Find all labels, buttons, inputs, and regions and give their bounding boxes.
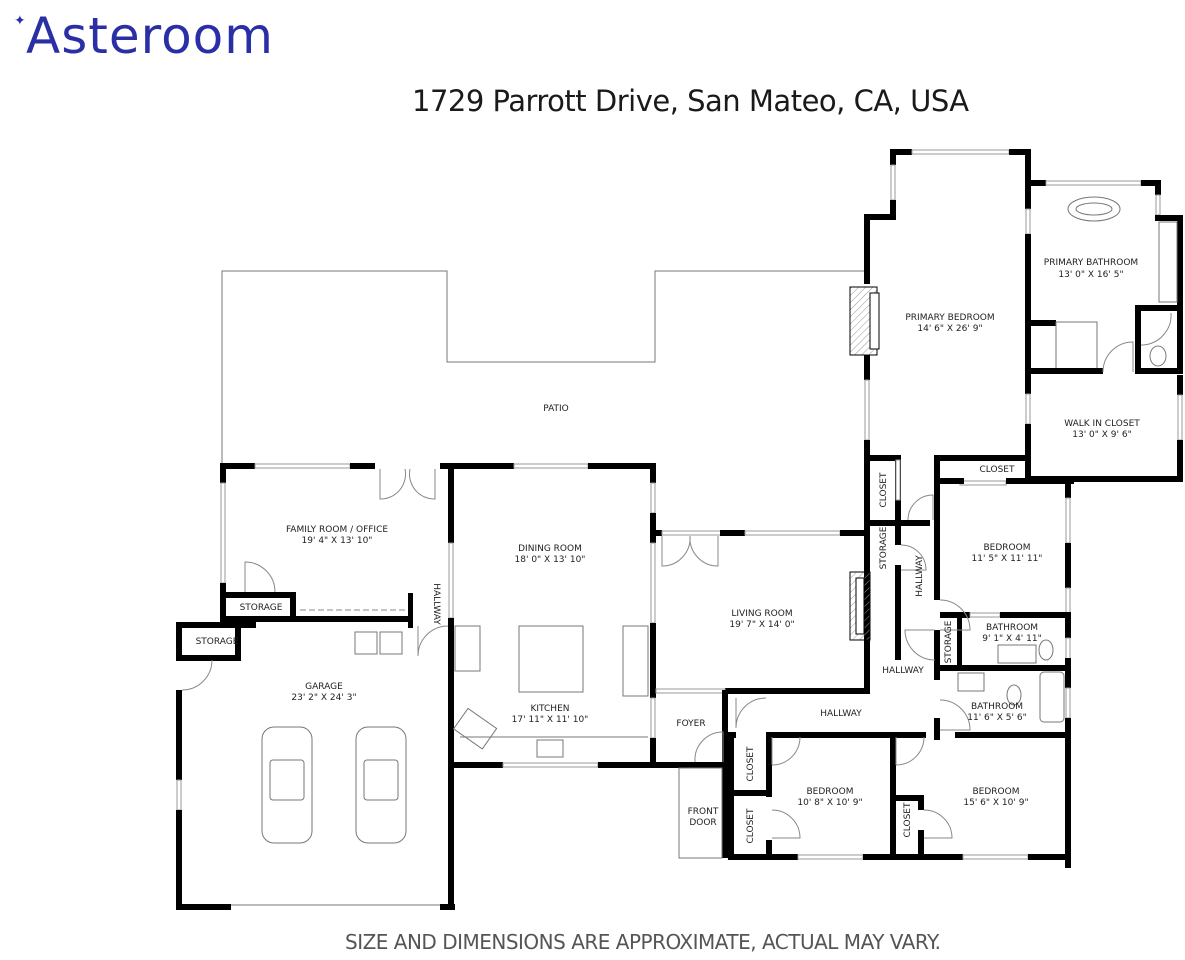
label-patio: PATIO [543,404,569,414]
label-closet-vertical-3: CLOSET [746,808,756,843]
living-room-walls [655,530,871,694]
dims-walk-in-closet: 13' 0" X 9' 6" [1072,430,1131,440]
label-dining-room: DINING ROOM [518,544,582,554]
label-primary-bathroom: PRIMARY BATHROOM [1044,258,1138,268]
dims-bedroom-3: 10' 8" X 10' 9" [797,798,862,808]
dims-primary-bathroom: 13' 0" X 16' 5" [1058,270,1123,280]
disclaimer-text: SIZE AND DIMENSIONS ARE APPROXIMATE, ACT… [345,930,941,954]
foyer-walls [678,690,728,859]
label-storage-family: STORAGE [240,603,283,613]
label-storage-garage: STORAGE [196,637,239,647]
patio-outline [221,270,865,466]
dims-kitchen: 17' 11" X 11' 10" [512,715,589,725]
label-hallway-south: HALLWAY [820,709,862,719]
brand-logo: ✦ Asteroom [14,4,274,68]
label-hallway-east-vertical: HALLWAY [915,555,925,597]
primary-suite-walls [849,149,1183,530]
label-family-room: FAMILY ROOM / OFFICE [286,525,388,535]
dims-primary-bedroom: 14' 6" X 26' 9" [917,324,982,334]
label-kitchen: KITCHEN [531,704,570,714]
label-bathroom-2: BATHROOM [986,623,1038,633]
label-storage-hall-2: STORAGE [944,620,954,663]
dims-family-room: 19' 4" X 13' 10" [302,536,373,546]
label-foyer: FOYER [676,719,705,729]
dims-living-room: 19' 7" X 14' 0" [729,620,794,630]
dims-bedroom-2: 11' 5" X 11' 11" [972,554,1043,564]
label-closet-vertical-2: CLOSET [746,746,756,781]
label-bedroom-4: BEDROOM [973,787,1020,797]
dims-bathroom-3: 11' 6" X 5' 6" [967,713,1026,723]
label-bedroom-3: BEDROOM [807,787,854,797]
dims-dining-room: 18' 0" X 13' 10" [515,555,586,565]
label-hallway-east: HALLWAY [882,666,924,676]
label-front-door-2: DOOR [689,818,716,828]
label-primary-bedroom: PRIMARY BEDROOM [905,313,994,323]
label-bedroom-2: BEDROOM [984,543,1031,553]
east-wing-walls [870,455,1074,868]
label-closet-top: CLOSET [980,465,1015,475]
south-wing-walls [728,697,1071,860]
dims-bathroom-2: 9' 1" X 4' 11" [982,634,1041,644]
label-storage-hall-1: STORAGE [879,526,889,569]
label-closet-vertical-1: CLOSET [879,472,889,507]
car-icon [261,726,313,844]
property-address: 1729 Parrott Drive, San Mateo, CA, USA [412,84,969,118]
dims-bedroom-4: 15' 6" X 10' 9" [963,798,1028,808]
label-front-door-1: FRONT [688,807,719,817]
family-room-walls [220,463,454,768]
label-living-room: LIVING ROOM [731,609,792,619]
garage-walls [176,622,455,910]
label-walk-in-closet: WALK IN CLOSET [1064,419,1140,429]
logo-text: Asteroom [26,7,274,65]
dims-garage: 23' 2" X 24' 3" [291,693,356,703]
label-closet-vertical-4: CLOSET [903,802,913,837]
label-garage: GARAGE [305,682,343,692]
label-bathroom-3: BATHROOM [971,702,1023,712]
star-icon: ✦ [14,12,26,28]
car-icon [355,726,407,844]
dining-kitchen-walls [448,463,728,768]
label-hallway-west: HALLWAY [431,583,441,625]
